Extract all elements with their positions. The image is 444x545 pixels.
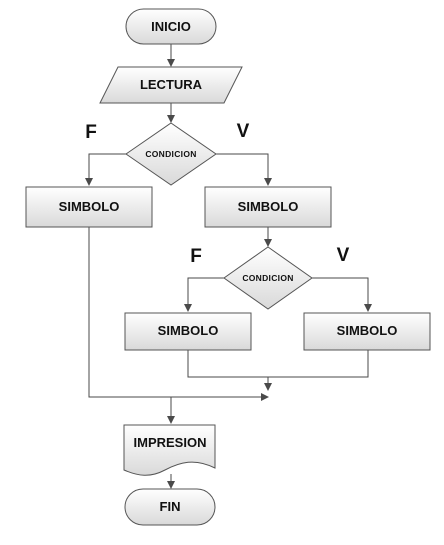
decision-2: CONDICION (223, 246, 313, 310)
left-process-label: SIMBOLO (59, 199, 120, 214)
arrow-cond2-false (184, 277, 224, 312)
decision-2-label: CONDICION (242, 273, 293, 283)
end-terminator: FIN (124, 488, 216, 526)
decision-2-true-label: V (337, 245, 350, 266)
inner-right-process-box: SIMBOLO (303, 312, 431, 351)
start-terminator: INICIO (125, 8, 217, 45)
left-process-box: SIMBOLO (25, 186, 153, 228)
decision-1: CONDICION (125, 122, 217, 186)
inner-right-process-label: SIMBOLO (337, 323, 398, 338)
arrow-cond1-false (85, 153, 126, 186)
decision-1-false-label: F (85, 122, 97, 143)
decision-1-label: CONDICION (145, 149, 196, 159)
connectors (85, 44, 372, 489)
line-inner-merge (187, 350, 369, 378)
decision-1-true-label: V (237, 121, 250, 142)
decision-2-false-label: F (190, 246, 202, 267)
inner-left-process-box: SIMBOLO (124, 312, 252, 351)
start-label: INICIO (151, 19, 191, 34)
print-document: IMPRESION (123, 424, 216, 476)
print-label: IMPRESION (134, 435, 207, 450)
arrow-merge-to-print (167, 396, 268, 424)
arrow-cond1-true (216, 153, 272, 186)
right-process-label: SIMBOLO (238, 199, 299, 214)
right-process-box: SIMBOLO (204, 186, 332, 228)
arrow-cond2-true (312, 277, 372, 312)
read-label: LECTURA (140, 77, 203, 92)
arrow-left-to-merge (88, 227, 269, 401)
end-label: FIN (160, 499, 181, 514)
read-parallelogram: LECTURA (99, 66, 243, 104)
inner-left-process-label: SIMBOLO (158, 323, 219, 338)
